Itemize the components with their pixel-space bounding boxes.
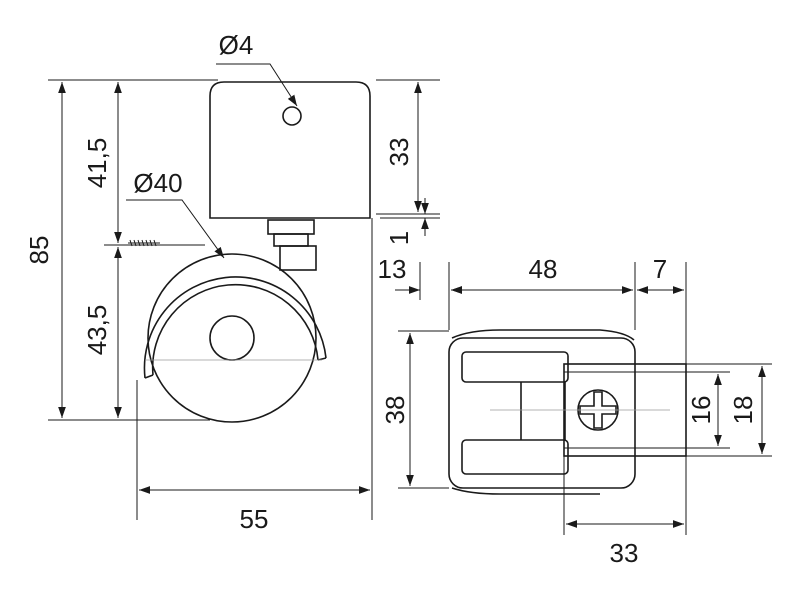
label-axle-length: 33 [610, 538, 639, 568]
side-view [128, 81, 371, 423]
label-wheel-span: 48 [529, 254, 558, 284]
leader-wheel-dia [126, 199, 225, 259]
wheel-outer [147, 253, 317, 423]
wheel-front-top-lobe [461, 351, 569, 383]
label-wheel-half-height: 43,5 [82, 305, 112, 356]
label-stem-height: 41,5 [82, 138, 112, 189]
label-inner-hub: 16 [686, 396, 716, 425]
label-gap: 1 [384, 231, 414, 245]
swivel-neck [267, 219, 315, 235]
stem-hole [282, 106, 302, 126]
wheel-hood-inner [151, 283, 319, 376]
axle-screw-slot [579, 391, 617, 429]
fork-bracket [279, 245, 317, 271]
label-outer-hub: 18 [728, 396, 758, 425]
label-overall-width: 55 [240, 504, 269, 534]
label-socket-height: 33 [384, 138, 414, 167]
front-view [448, 329, 687, 495]
label-axle-overhang: 7 [653, 254, 667, 284]
dimension-lines [58, 63, 766, 528]
leader-stem-hole [216, 63, 298, 107]
label-hub-height: 38 [380, 396, 410, 425]
label-wheel-dia: Ø40 [133, 168, 182, 198]
extension-lines [48, 79, 772, 535]
label-stem-hole-dia: Ø4 [219, 30, 254, 60]
wheel-hub [209, 315, 255, 361]
wheel-front-body [448, 337, 636, 489]
wheel-front-bottom-lobe [461, 439, 569, 475]
swivel-collar [273, 233, 309, 247]
label-hub-offset: 13 [378, 254, 407, 284]
wheel-hood-outer [143, 276, 327, 379]
tyre-top [451, 329, 635, 341]
label-overall-height: 85 [24, 236, 54, 265]
tyre-bottom [451, 487, 600, 495]
socket-body [209, 81, 371, 219]
dimension-labels: Ø4 Ø40 85 41,5 43,5 33 1 55 13 48 7 38 1… [24, 30, 758, 568]
